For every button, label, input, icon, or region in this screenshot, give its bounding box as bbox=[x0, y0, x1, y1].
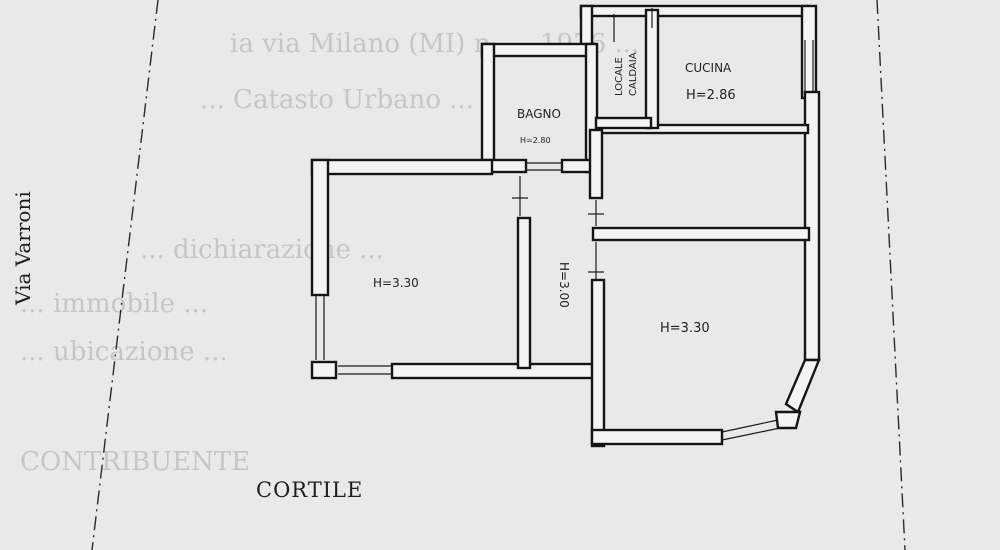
street-label: Via Varroni bbox=[11, 191, 35, 306]
hallway-height: H=3.00 bbox=[557, 262, 571, 308]
svg-text:... dichiarazione ...: ... dichiarazione ... bbox=[140, 235, 384, 265]
bathroom-label: BAGNO bbox=[517, 107, 561, 121]
walls bbox=[310, 4, 821, 448]
windows bbox=[315, 40, 814, 441]
kitchen-label: CUCINA bbox=[685, 61, 732, 75]
svg-text:... Catasto Urbano ...: ... Catasto Urbano ... bbox=[200, 85, 474, 115]
svg-text:CONTRIBUENTE: CONTRIBUENTE bbox=[20, 447, 250, 477]
door-marks bbox=[512, 8, 653, 280]
boundary-line-right bbox=[876, 0, 906, 550]
bleed-through-text: ia via Milano (MI) n. ... 1976 ... ... C… bbox=[20, 29, 639, 477]
kitchen-height: H=2.86 bbox=[686, 88, 736, 103]
courtyard-label: CORTILE bbox=[256, 478, 363, 502]
svg-text:... ubicazione ...: ... ubicazione ... bbox=[20, 337, 228, 367]
boiler-room-label-2: CALDAIA bbox=[628, 52, 639, 96]
bathroom-height: H=2.80 bbox=[520, 136, 551, 145]
svg-text:... immobile ...: ... immobile ... bbox=[20, 289, 208, 319]
boiler-room-label-1: LOCALE bbox=[614, 57, 625, 96]
room-right-height: H=3.30 bbox=[660, 321, 710, 336]
boundary-line-left bbox=[91, 0, 159, 550]
room-left-height: H=3.30 bbox=[373, 276, 419, 290]
